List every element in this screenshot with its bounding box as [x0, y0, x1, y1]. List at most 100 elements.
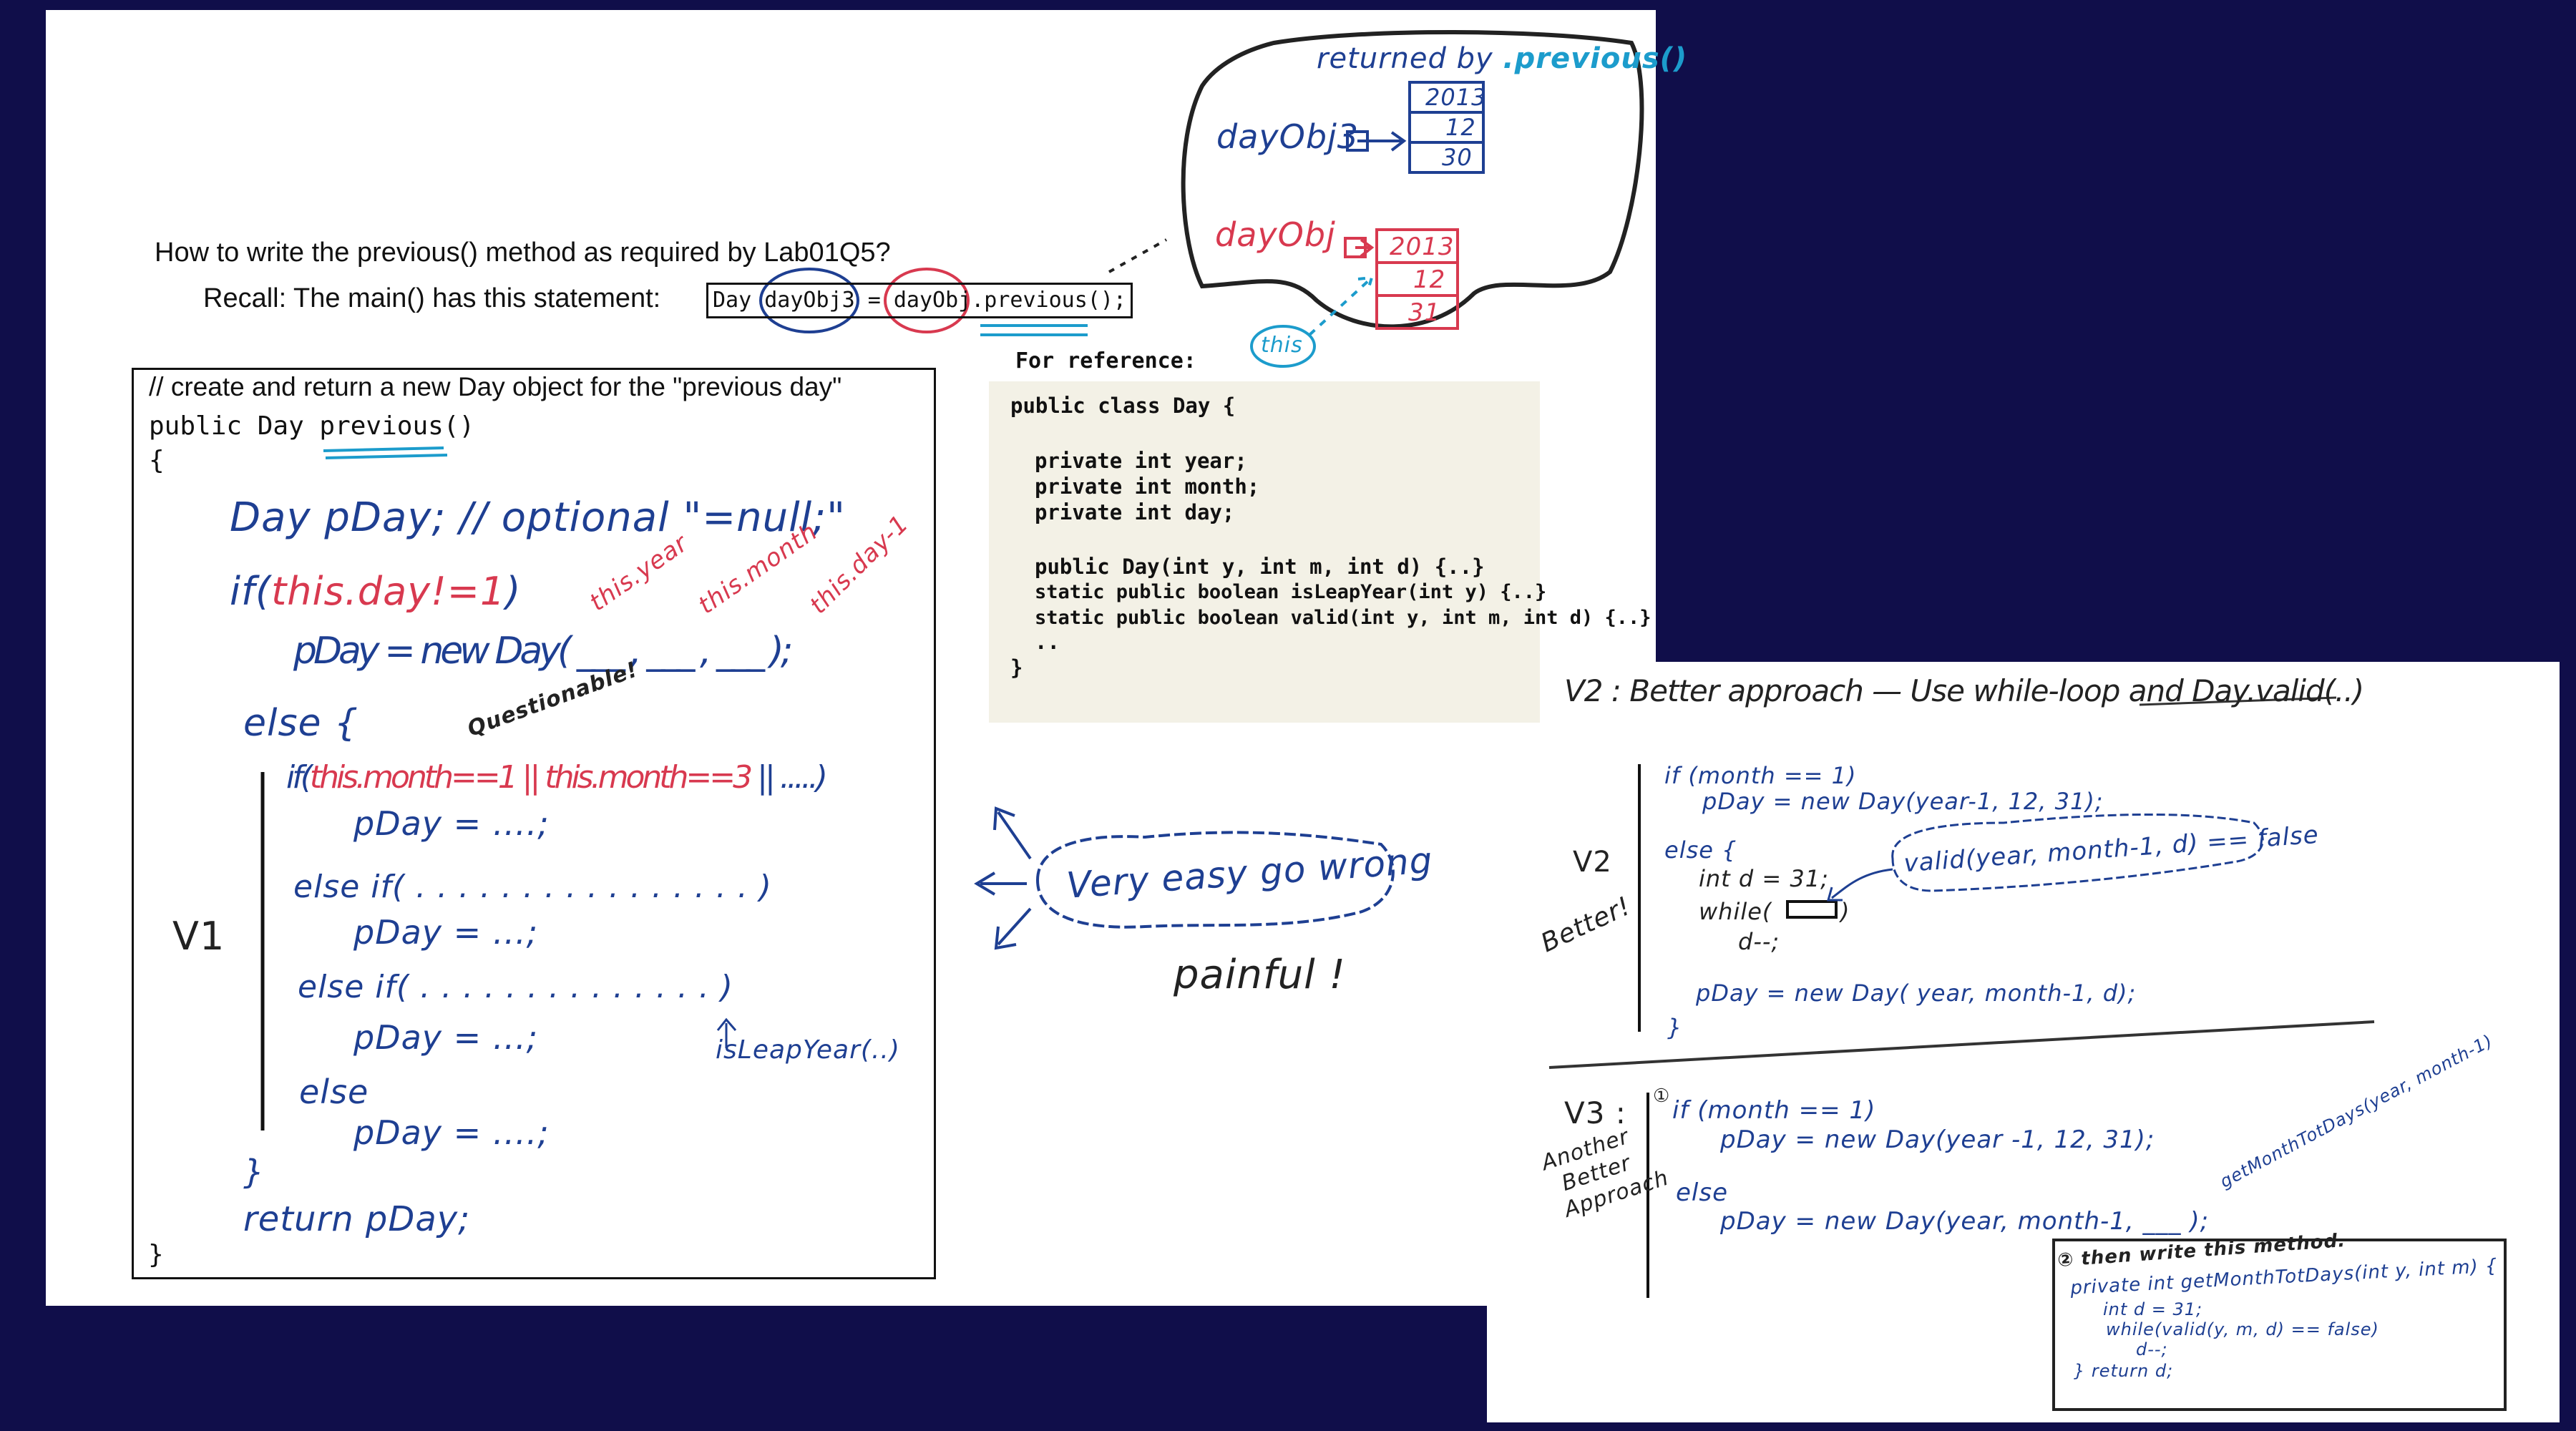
main-statement-box: Day dayObj3 = dayObj.previous();	[706, 283, 1133, 318]
ref-valid: static public boolean valid(int y, int m…	[1035, 607, 1652, 629]
v2-line-assign-jan: pDay = new Day(year-1, 12, 31);	[1702, 788, 2104, 815]
ref-field-month: private int month;	[1035, 474, 1260, 499]
v3-line-assign-jan: pDay = new Day(year -1, 12, 31);	[1720, 1125, 2155, 1154]
v1-close-else: }	[243, 1153, 265, 1191]
warning-cloud	[1035, 831, 1395, 929]
valid-cloud-arrow	[1827, 868, 1893, 902]
method-int-d: int d = 31;	[2103, 1299, 2203, 1319]
v3-line-if: if (month == 1)	[1672, 1096, 1876, 1125]
reference-title: For reference:	[1015, 348, 1196, 373]
previous-underline	[323, 446, 448, 459]
v1-else-2: else	[299, 1073, 369, 1111]
v1-assign-new-day: pDay = new Day( ___ , ___ , ___ );	[293, 630, 793, 673]
result-object-box	[1408, 81, 1485, 174]
v2-line-decrement: d--;	[1738, 928, 1780, 955]
v2-title-text: V2 : Better approach — Use while-loop an…	[1564, 673, 2184, 708]
v1-if: if(this.day!=1)	[230, 572, 521, 611]
if-keyword: if(	[230, 569, 272, 614]
result-month: 12	[1445, 114, 1476, 141]
v2-line-close: }	[1667, 1014, 1683, 1041]
source-arrow	[1355, 238, 1375, 258]
statement-call: .previous();	[971, 288, 1126, 313]
v1-else: else {	[243, 702, 359, 745]
reference-code-block: public class Day { private int year; pri…	[989, 381, 1652, 723]
statement-var: dayObj3	[764, 288, 855, 313]
ref-ellipsis: ..	[1035, 630, 1060, 654]
result-day: 30	[1442, 144, 1473, 171]
method-while: while(valid(y, m, d) == false)	[2106, 1319, 2379, 1339]
statement-dashed-link	[1108, 238, 1167, 273]
v3-line-assign: pDay = new Day(year, month-1, ___ );	[1720, 1207, 2210, 1236]
v1-return: return pDay;	[243, 1199, 471, 1239]
valid-cloud	[1891, 813, 2264, 892]
dayobj3-circle	[759, 268, 859, 333]
this-label: this	[1261, 333, 1303, 358]
isleap-up-arrow	[716, 1017, 737, 1048]
source-var-label: dayObj	[1215, 215, 1336, 254]
v2-line-int-d: int d = 31;	[1699, 865, 1829, 892]
method-box	[2052, 1239, 2507, 1411]
v2-line-while-close: )	[1840, 898, 1850, 925]
warning-arrows	[974, 806, 1032, 950]
method-decrement: d--;	[2136, 1339, 2168, 1359]
if2-rest: || .....)	[757, 759, 828, 796]
while-blank-box	[1786, 900, 1838, 919]
v1-assign-4: pDay = ...;	[353, 1018, 539, 1057]
v1-assign-3: pDay = ...;	[353, 913, 539, 952]
if2-condition: this.month==1 || this.month==3	[309, 759, 753, 796]
if-close: )	[505, 569, 522, 614]
v3-line-else: else	[1676, 1178, 1728, 1207]
source-day: 31	[1408, 298, 1441, 327]
ref-field-year: private int year;	[1035, 449, 1247, 473]
v1-elseif-2: else if( . . . . . . . . . . . . . . )	[298, 969, 733, 1005]
if-condition: this.day!=1	[271, 569, 506, 614]
source-object-box	[1375, 228, 1459, 330]
v1-code-box	[132, 368, 936, 1279]
dayobj-circle	[884, 268, 970, 333]
v1-elseif-1: else if( . . . . . . . . . . . . . . . .…	[293, 869, 772, 905]
caption-method: .previous()	[1503, 42, 1688, 75]
v1-assign-5: pDay = ....;	[353, 1113, 550, 1152]
v2-title-valid: Day.valid(..)	[2192, 673, 2364, 708]
v1-decl: Day pDay; // optional "=null;"	[230, 494, 846, 541]
isleapyear-hint: isLeapYear(..)	[716, 1035, 900, 1065]
ref-class-decl: public class Day {	[1010, 394, 1236, 418]
previous-call-underline	[980, 324, 1088, 336]
this-dashed-arrow	[1308, 275, 1374, 336]
statement-type: Day	[713, 288, 752, 313]
result-var-label: dayObj3	[1216, 117, 1360, 156]
v2-line-if: if (month == 1)	[1664, 762, 1857, 789]
v2-line-while: while(	[1699, 898, 1772, 925]
ref-close-brace: }	[1010, 655, 1023, 680]
step1-marker: ①	[1653, 1085, 1670, 1106]
ref-field-day: private int day;	[1035, 500, 1235, 524]
source-year: 2013	[1390, 233, 1455, 261]
memory-caption: returned by .previous()	[1317, 44, 1687, 73]
ref-constructor: public Day(int y, int m, int d) {..}	[1035, 555, 1485, 579]
v1-signature: public Day previous()	[149, 411, 475, 441]
recall-label: Recall: The main() has this statement:	[203, 283, 661, 313]
v3-label: V3 :	[1564, 1095, 1626, 1130]
v2-label: V2	[1573, 846, 1612, 879]
if2-keyword: if(	[286, 759, 313, 796]
v1-label: V1	[172, 914, 225, 959]
v2-line-assign: pDay = new Day( year, month-1, d);	[1696, 980, 2137, 1007]
question-heading: How to write the previous() method as re…	[155, 238, 891, 268]
v2-v3-divider	[1548, 1020, 2375, 1069]
statement-target: dayObj	[893, 288, 972, 313]
v1-comment: // create and return a new Day object fo…	[149, 372, 842, 401]
v1-if-months: if(this.month==1 || this.month==3 || ...…	[286, 759, 828, 796]
result-arrow	[1357, 131, 1407, 152]
painful-note: painful !	[1174, 952, 1346, 998]
method-return: } return d;	[2074, 1361, 2174, 1381]
caption-prefix: returned by	[1317, 42, 1493, 75]
v1-assign-2: pDay = ....;	[353, 804, 550, 843]
v1-close-brace: }	[148, 1240, 164, 1269]
result-year: 2013	[1425, 84, 1487, 111]
statement-eq: =	[867, 288, 881, 313]
v2-line-else: else {	[1664, 836, 1737, 864]
source-month: 12	[1413, 265, 1446, 294]
ref-isleapyear: static public boolean isLeapYear(int y) …	[1035, 581, 1547, 603]
v2-title: V2 : Better approach — Use while-loop an…	[1564, 673, 2364, 708]
